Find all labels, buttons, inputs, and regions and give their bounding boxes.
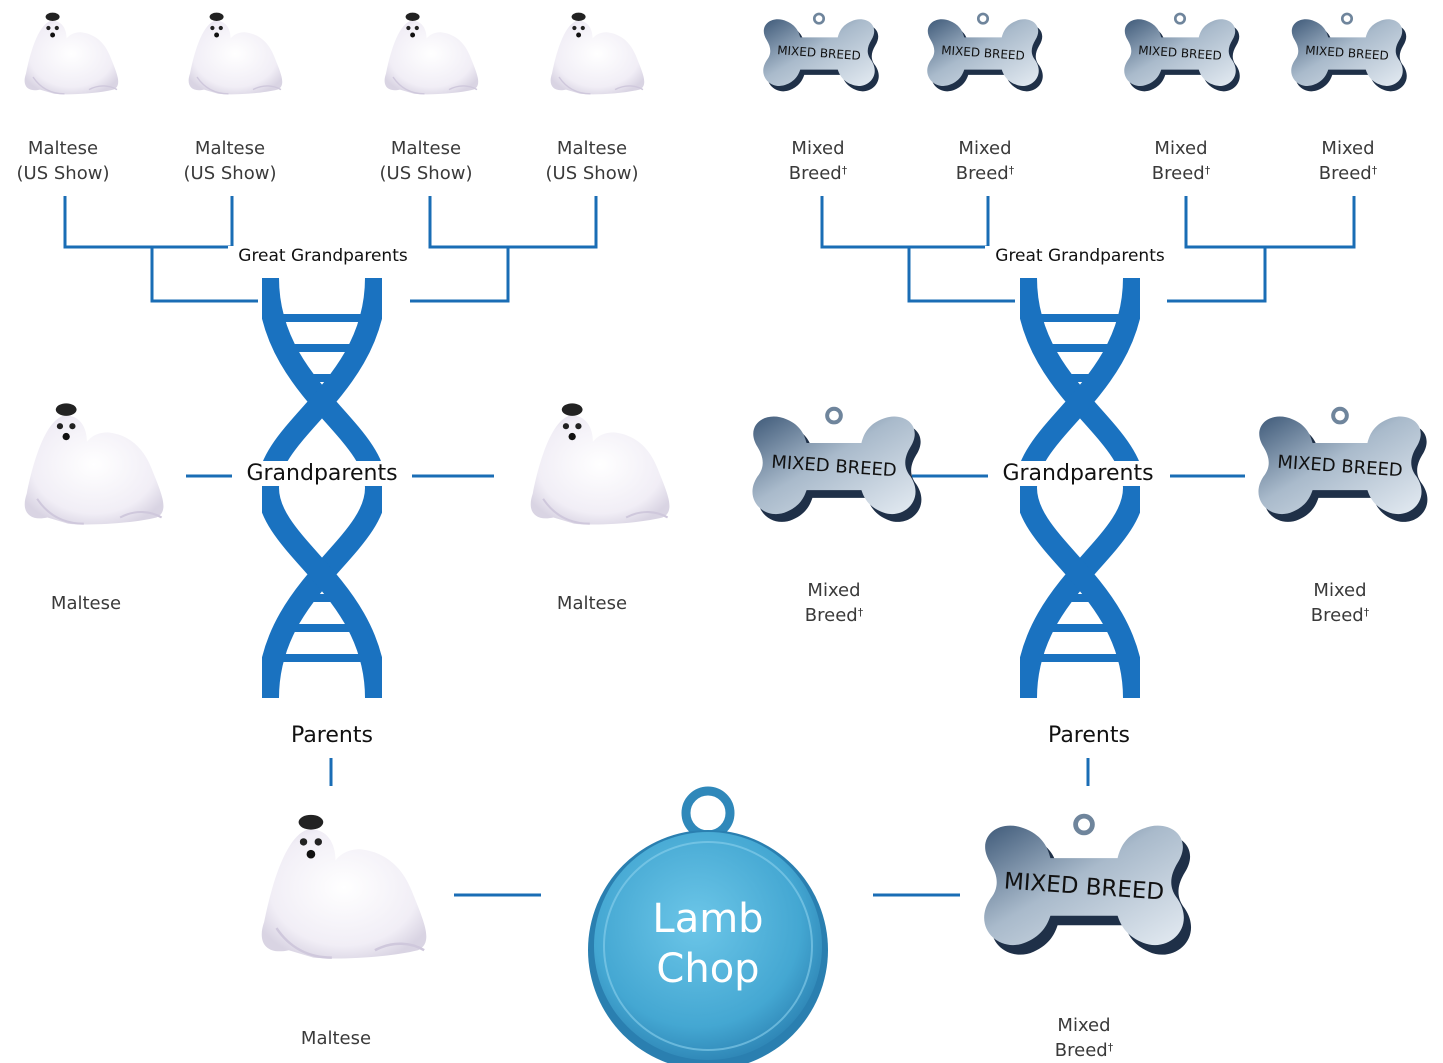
round-tag-icon <box>588 786 828 1063</box>
right-ggp-bracket-b <box>1184 196 1356 249</box>
left-gp-label-2: Maltese <box>556 593 628 614</box>
right-parents-label: Parents <box>1029 723 1149 748</box>
left-parent-label: Maltese <box>300 1028 372 1049</box>
maltese-dog-image <box>512 395 678 530</box>
left-great-grandparents-label: Great Grandparents <box>228 246 418 266</box>
right-grandparents-label: Grandparents <box>996 461 1160 486</box>
mixed-breed-bone-tag: MIXED BREED <box>752 8 886 103</box>
mixed-breed-bone-tag: MIXED BREED <box>1113 8 1247 103</box>
left-gp-join-a <box>150 247 258 303</box>
maltese-dog-image <box>238 805 438 965</box>
mixed-breed-bone-tag: MIXED BREED <box>1242 402 1438 537</box>
maltese-dog-image <box>6 395 172 530</box>
mixed-breed-bone-tag: MIXED BREED <box>736 402 932 537</box>
left-ggp-label-3: Maltese(US Show) <box>379 138 473 184</box>
maltese-dog-image <box>176 5 288 100</box>
left-ggp-bracket-b <box>428 196 598 249</box>
maltese-dog-image <box>538 5 650 100</box>
mixed-breed-bone-tag: MIXED BREED <box>964 808 1204 973</box>
right-gp-join-b <box>1167 247 1267 303</box>
left-parents-label: Parents <box>272 723 392 748</box>
right-ggp-bracket-a <box>820 196 990 249</box>
right-dna-helix-icon <box>1020 278 1140 698</box>
maltese-dog-image <box>372 5 484 100</box>
maltese-dog-image <box>12 5 124 100</box>
left-dna-helix-icon <box>262 278 382 698</box>
right-great-grandparents-label: Great Grandparents <box>985 246 1175 266</box>
left-ggp-label-2: Maltese(US Show) <box>183 138 277 184</box>
left-grandparents-label: Grandparents <box>240 461 404 486</box>
left-ggp-label-1: Maltese(US Show) <box>16 138 110 184</box>
left-gp-join-b <box>410 247 510 303</box>
mixed-breed-bone-tag: MIXED BREED <box>916 8 1050 103</box>
left-ggp-label-4: Maltese(US Show) <box>545 138 639 184</box>
left-ggp-bracket-a <box>63 196 234 249</box>
left-gp-label-1: Maltese <box>50 593 122 614</box>
mixed-breed-bone-tag: MIXED BREED <box>1280 8 1414 103</box>
right-gp-join-a <box>907 247 1015 303</box>
